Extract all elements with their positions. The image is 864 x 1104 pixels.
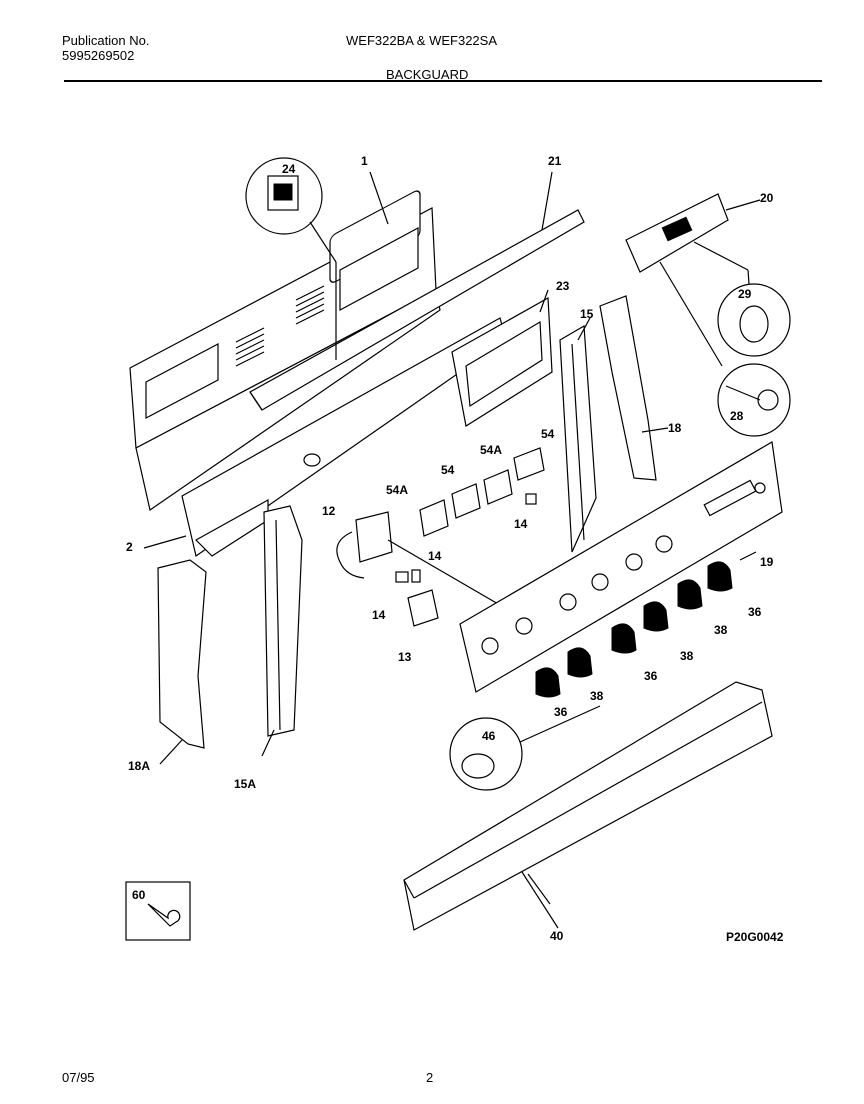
callout-15A: 15A [234, 777, 256, 791]
leader-lines [143, 171, 761, 905]
page-number: 2 [426, 1070, 434, 1085]
callout-14-mid: 14 [428, 549, 442, 563]
part-40-trim-extrusion [403, 681, 773, 931]
part-60-screw-box [125, 881, 191, 941]
part-28-knob-inset [717, 363, 791, 437]
part-46-knob-inset [449, 705, 601, 791]
diagram-code: P20G0042 [726, 930, 784, 944]
callout-14-right: 14 [514, 517, 528, 531]
parts-54-switches [419, 447, 545, 537]
callout-54A-top: 54A [480, 443, 502, 457]
header-rule [64, 80, 822, 82]
callout-18: 18 [668, 421, 682, 435]
footer-date: 07/95 [62, 1070, 95, 1085]
callout-36-c: 36 [554, 705, 568, 719]
part-15A-end-bracket [263, 505, 303, 737]
callout-2: 2 [126, 540, 133, 554]
callout-38-b: 38 [680, 649, 694, 663]
callout-labels: 24 1 21 20 29 28 23 15 18 54 54A 54 54A … [126, 154, 774, 943]
callout-18A: 18A [128, 759, 150, 773]
callout-38-a: 38 [714, 623, 728, 637]
part-2-lower-bracket [181, 317, 507, 557]
callout-12: 12 [322, 504, 336, 518]
callout-28: 28 [730, 409, 744, 423]
section-title: BACKGUARD [386, 67, 469, 82]
callout-54-top: 54 [541, 427, 555, 441]
callout-38-c: 38 [590, 689, 604, 703]
part-1-vents [235, 285, 325, 367]
callout-36-b: 36 [644, 669, 658, 683]
callout-15: 15 [580, 307, 594, 321]
part-24-switch-inset [245, 157, 337, 360]
callout-29: 29 [738, 287, 752, 301]
callout-24: 24 [282, 162, 296, 176]
publication-label: Publication No. [62, 33, 150, 48]
callout-40: 40 [550, 929, 564, 943]
callout-1: 1 [361, 154, 368, 168]
callout-36-a: 36 [748, 605, 762, 619]
part-18-end-cap [599, 295, 657, 481]
callout-60: 60 [132, 888, 146, 902]
publication-number: 5995269502 [62, 48, 135, 63]
parts-36-38-control-knobs [535, 561, 733, 698]
callout-13: 13 [398, 650, 412, 664]
callout-21: 21 [548, 154, 562, 168]
part-19-control-panel [459, 441, 783, 693]
callout-23: 23 [556, 279, 570, 293]
callout-54-mid: 54 [441, 463, 455, 477]
callout-20: 20 [760, 191, 774, 205]
part-18A-end-cap [157, 559, 207, 749]
part-15-end-bracket [559, 324, 597, 553]
callout-14-left: 14 [372, 608, 386, 622]
callout-54A-mid: 54A [386, 483, 408, 497]
part-13-relay [395, 569, 439, 627]
part-21-top-trim [249, 209, 585, 411]
callout-19: 19 [760, 555, 774, 569]
part-19-knob-holes [481, 535, 673, 655]
part-29-knob-inset [717, 283, 791, 357]
model-number: WEF322BA & WEF322SA [346, 33, 498, 48]
part-20-clock-bracket [625, 193, 751, 367]
part-23-inner-frame [451, 297, 553, 427]
callout-46: 46 [482, 729, 496, 743]
